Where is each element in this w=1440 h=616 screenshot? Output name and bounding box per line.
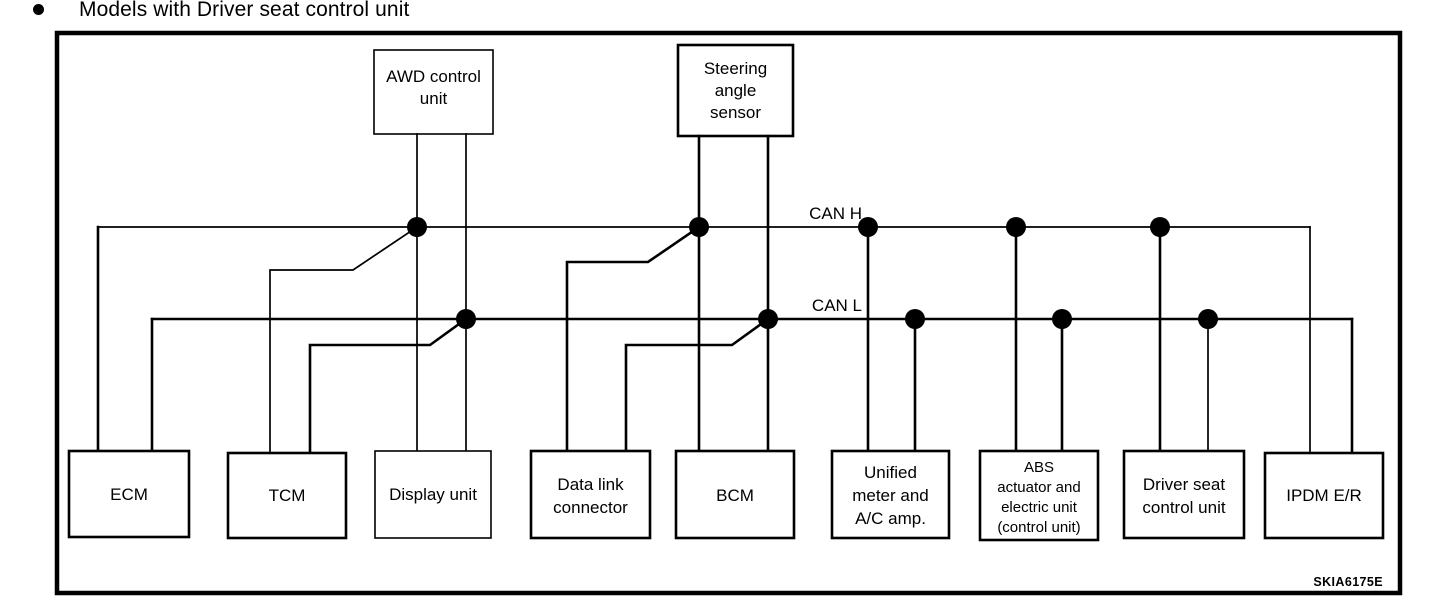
can-l-node-awd <box>456 309 476 329</box>
wire-canl-node-steering-to-dlc <box>624 317 770 453</box>
display-unit-label: Display unit <box>389 485 477 504</box>
bcm-box <box>674 449 796 540</box>
data-link-connector-box <box>529 449 652 540</box>
unified-meter-label-line-3: A/C amp. <box>855 509 926 528</box>
steering-angle-sensor-label-line-2: angle <box>715 81 757 100</box>
bottom-unit-data-link-connector: Data link connector <box>529 449 652 540</box>
driver-seat-control-unit-label-line-1: Driver seat <box>1143 475 1225 494</box>
abs-actuator-box <box>978 449 1100 542</box>
bullet-icon <box>33 3 44 15</box>
abs-actuator-label-line-3: electric unit <box>1001 499 1078 516</box>
driver-seat-control-unit-label-line-2: control unit <box>1142 498 1225 517</box>
bottom-unit-tcm: TCM <box>226 451 348 540</box>
can-h-node-steering <box>689 217 709 237</box>
abs-actuator-label-line-4: (control unit) <box>997 519 1080 536</box>
abs-actuator-label-line-2: actuator and <box>997 479 1080 496</box>
diagram-frame <box>54 30 1403 596</box>
can-l-label: CAN L <box>812 296 862 315</box>
abs-actuator-label-line-1: ABS <box>1024 459 1054 476</box>
can-l-node-driver-seat <box>1198 309 1218 329</box>
ipdm-er-label: IPDM E/R <box>1286 486 1362 505</box>
can-h-node-abs <box>1006 217 1026 237</box>
can-h-node-driver-seat <box>1150 217 1170 237</box>
tcm-box <box>226 451 348 540</box>
bottom-unit-unified-meter-ac-amp: Unified meter and A/C amp. <box>830 449 951 540</box>
tcm-label: TCM <box>269 486 306 505</box>
can-h-node-unified-meter <box>858 217 878 237</box>
bottom-unit-driver-seat-control-unit: Driver seat control unit <box>1122 449 1246 540</box>
wire-canh-node-awd-to-tcm <box>269 225 419 452</box>
bottom-unit-ecm: ECM <box>67 449 191 539</box>
driver-seat-control-unit-box <box>1122 449 1246 540</box>
bcm-label: BCM <box>716 486 754 505</box>
figure-code: SKIA6175E <box>1313 575 1383 589</box>
steering-angle-sensor-label-line-3: sensor <box>710 103 761 122</box>
wire-canl-node-awd-to-tcm <box>308 317 468 453</box>
unified-meter-label-line-2: meter and <box>852 486 929 505</box>
unified-meter-box <box>830 449 951 540</box>
steering-angle-sensor-box <box>676 43 795 138</box>
section-heading: Models with Driver seat control unit <box>0 0 1440 27</box>
ipdm-er-box <box>1263 451 1385 540</box>
awd-control-unit-label-line-1: AWD control <box>386 67 481 86</box>
steering-angle-sensor-label-line-1: Steering <box>704 59 767 78</box>
awd-control-unit-label-line-2: unit <box>420 89 448 108</box>
can-l-node-unified-meter <box>905 309 925 329</box>
unified-meter-label-line-1: Unified <box>864 463 917 482</box>
bottom-unit-display-unit: Display unit <box>374 450 492 539</box>
top-unit-awd-control-unit: AWD control unit <box>373 49 494 135</box>
data-link-connector-label-line-1: Data link <box>557 475 624 494</box>
display-unit-box <box>374 450 492 539</box>
data-link-connector-label-line-2: connector <box>553 498 628 517</box>
wire-canh-node-steering-to-dlc <box>565 225 701 453</box>
top-unit-steering-angle-sensor: Steering angle sensor <box>676 43 795 138</box>
can-l-node-steering <box>758 309 778 329</box>
bottom-unit-abs-actuator: ABS actuator and electric unit (control … <box>978 449 1100 542</box>
awd-control-unit-box <box>373 49 494 135</box>
ecm-box <box>67 449 191 539</box>
bottom-unit-bcm: BCM <box>674 449 796 540</box>
bottom-unit-ipdm-er: IPDM E/R <box>1263 451 1385 540</box>
can-h-node-awd <box>407 217 427 237</box>
ecm-label: ECM <box>110 485 148 504</box>
can-h-label: CAN H <box>809 204 862 223</box>
section-heading-label: Models with Driver seat control unit <box>79 0 410 21</box>
can-l-node-abs <box>1052 309 1072 329</box>
